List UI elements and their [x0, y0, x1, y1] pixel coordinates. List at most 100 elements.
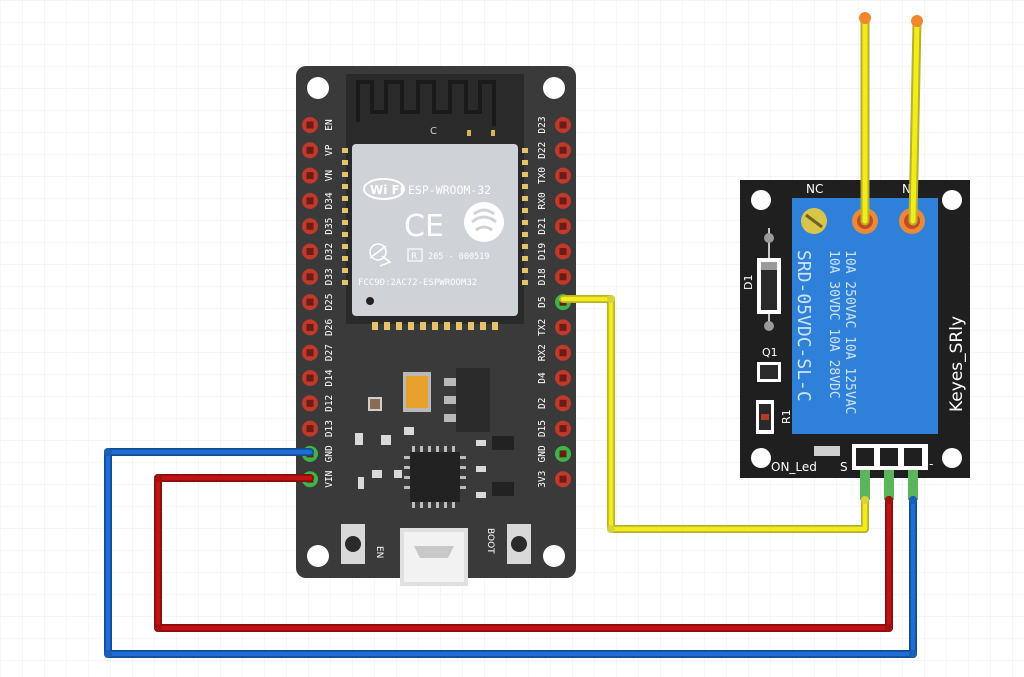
- diode-d1: [757, 228, 781, 331]
- relay-body: [792, 242, 938, 434]
- mount-hole: [751, 448, 771, 468]
- wires: [104, 12, 923, 658]
- smd-parts: [355, 427, 486, 498]
- module-name: ESP-WROOM-32: [408, 183, 491, 197]
- led-label: ON_Led: [771, 460, 817, 474]
- right-pin-label: RX0: [537, 192, 548, 209]
- wroom-module: Wi Fi ESP-WROOM-32 CE R 205 - 000519 FCC…: [342, 138, 528, 330]
- fcc-symbol-icon: [369, 243, 392, 267]
- cert-code: 205 - 000519: [428, 252, 489, 262]
- transistor-pair: [492, 436, 514, 496]
- pin-vn-hole: [306, 172, 314, 180]
- pin-en-hole: [306, 121, 314, 129]
- pin-d13-hole: [306, 425, 314, 433]
- pin-d35-hole: [306, 222, 314, 230]
- pin-tx0-hole: [559, 172, 567, 180]
- bluetooth-logo-icon: [464, 202, 504, 242]
- pin-d4-hole: [559, 374, 567, 382]
- left-pin-label: D33: [324, 268, 335, 285]
- wire-joint: [885, 624, 893, 632]
- left-pin-label: D25: [324, 294, 335, 311]
- boot-button[interactable]: [507, 524, 531, 564]
- antenna-mark: C: [430, 126, 437, 137]
- pin-d25-hole: [306, 298, 314, 306]
- right-pin-label: D18: [537, 268, 548, 285]
- pin-vp-hole: [306, 146, 314, 154]
- right-pin-header: [555, 117, 571, 488]
- pin-d21-hole: [559, 222, 567, 230]
- left-pin-label: D27: [324, 344, 335, 361]
- pin-d22-hole: [559, 146, 567, 154]
- q1-label: Q1: [762, 346, 778, 359]
- left-pin-label: D12: [324, 395, 335, 412]
- mount-hole: [942, 448, 962, 468]
- left-pin-label: D32: [324, 243, 335, 260]
- mount-hole: [751, 190, 771, 210]
- wire-joint: [104, 650, 112, 658]
- left-pin-label: D34: [324, 192, 335, 209]
- left-pin-label: EN: [324, 119, 335, 131]
- wire-joint: [154, 474, 162, 482]
- relay-rating-line2: 10A 30VDC 10A 28VDC: [826, 250, 841, 399]
- left-pin-label: VIN: [324, 470, 335, 487]
- pin-gnd-hole: [559, 450, 567, 458]
- micro-usb-port[interactable]: [400, 528, 468, 586]
- mount-hole: [307, 545, 329, 567]
- pin-d12-hole: [306, 399, 314, 407]
- right-pin-label: D23: [537, 116, 548, 133]
- pin-d33-hole: [306, 273, 314, 281]
- right-pin-label: D15: [537, 420, 548, 437]
- wire-end: [885, 496, 893, 504]
- mount-hole: [543, 545, 565, 567]
- wifi-logo-text: Wi Fi: [370, 183, 404, 197]
- voltage-regulator: [444, 368, 490, 432]
- yellow-wire-no-core: [910, 18, 920, 224]
- mount-hole: [543, 77, 565, 99]
- no-label: N: [902, 182, 911, 196]
- right-pin-label: RX2: [537, 344, 548, 361]
- wire-joint: [909, 650, 917, 658]
- right-pin-label: D19: [537, 243, 548, 260]
- en-button[interactable]: [341, 524, 365, 564]
- ce-mark: CE: [404, 209, 444, 244]
- relay-brand: Keyes_SRly: [947, 316, 967, 412]
- left-pin-label: D26: [324, 319, 335, 336]
- pin-tx2-hole: [559, 323, 567, 331]
- wire-joint: [104, 448, 112, 456]
- nc-label: NC: [806, 182, 823, 196]
- transistor-q1: [757, 362, 781, 382]
- left-pin-header: [302, 117, 318, 488]
- mount-hole: [307, 77, 329, 99]
- right-pin-label: GND: [537, 445, 548, 462]
- right-pin-label: D21: [537, 217, 548, 234]
- antenna: C: [346, 74, 524, 138]
- left-pin-label: VP: [324, 144, 335, 156]
- left-pin-label: D35: [324, 218, 335, 235]
- fcc-id: FCC9D:2AC72-ESPWROOM32: [358, 278, 477, 288]
- left-pin-label: VN: [324, 170, 335, 182]
- relay-rating-line1: 10A 250VAC 10A 125VAC: [842, 250, 857, 414]
- wire-joint: [607, 525, 615, 533]
- right-pin-label: TX2: [537, 319, 548, 336]
- pin-d27-hole: [306, 349, 314, 357]
- pin-d18-hole: [559, 273, 567, 281]
- esp32-board: C Wi Fi ES: [296, 66, 576, 586]
- mount-hole: [942, 190, 962, 210]
- on-led: [814, 446, 840, 456]
- pin-d2-hole: [559, 399, 567, 407]
- pin-d34-hole: [306, 197, 314, 205]
- wire-end: [911, 15, 923, 27]
- r-mark: R: [411, 252, 417, 262]
- relay-header-pins: [852, 444, 928, 500]
- pin-3v3-hole: [559, 475, 567, 483]
- pin-d15-hole: [559, 425, 567, 433]
- wire-joint: [154, 624, 162, 632]
- right-pin-label: D22: [537, 142, 548, 159]
- right-pin-label: D4: [537, 372, 548, 384]
- wire-end: [861, 496, 869, 504]
- usb-uart-chip: [404, 446, 466, 508]
- smd-resistor: [370, 399, 380, 409]
- en-button-label: EN: [374, 546, 384, 558]
- wire-end: [909, 496, 917, 504]
